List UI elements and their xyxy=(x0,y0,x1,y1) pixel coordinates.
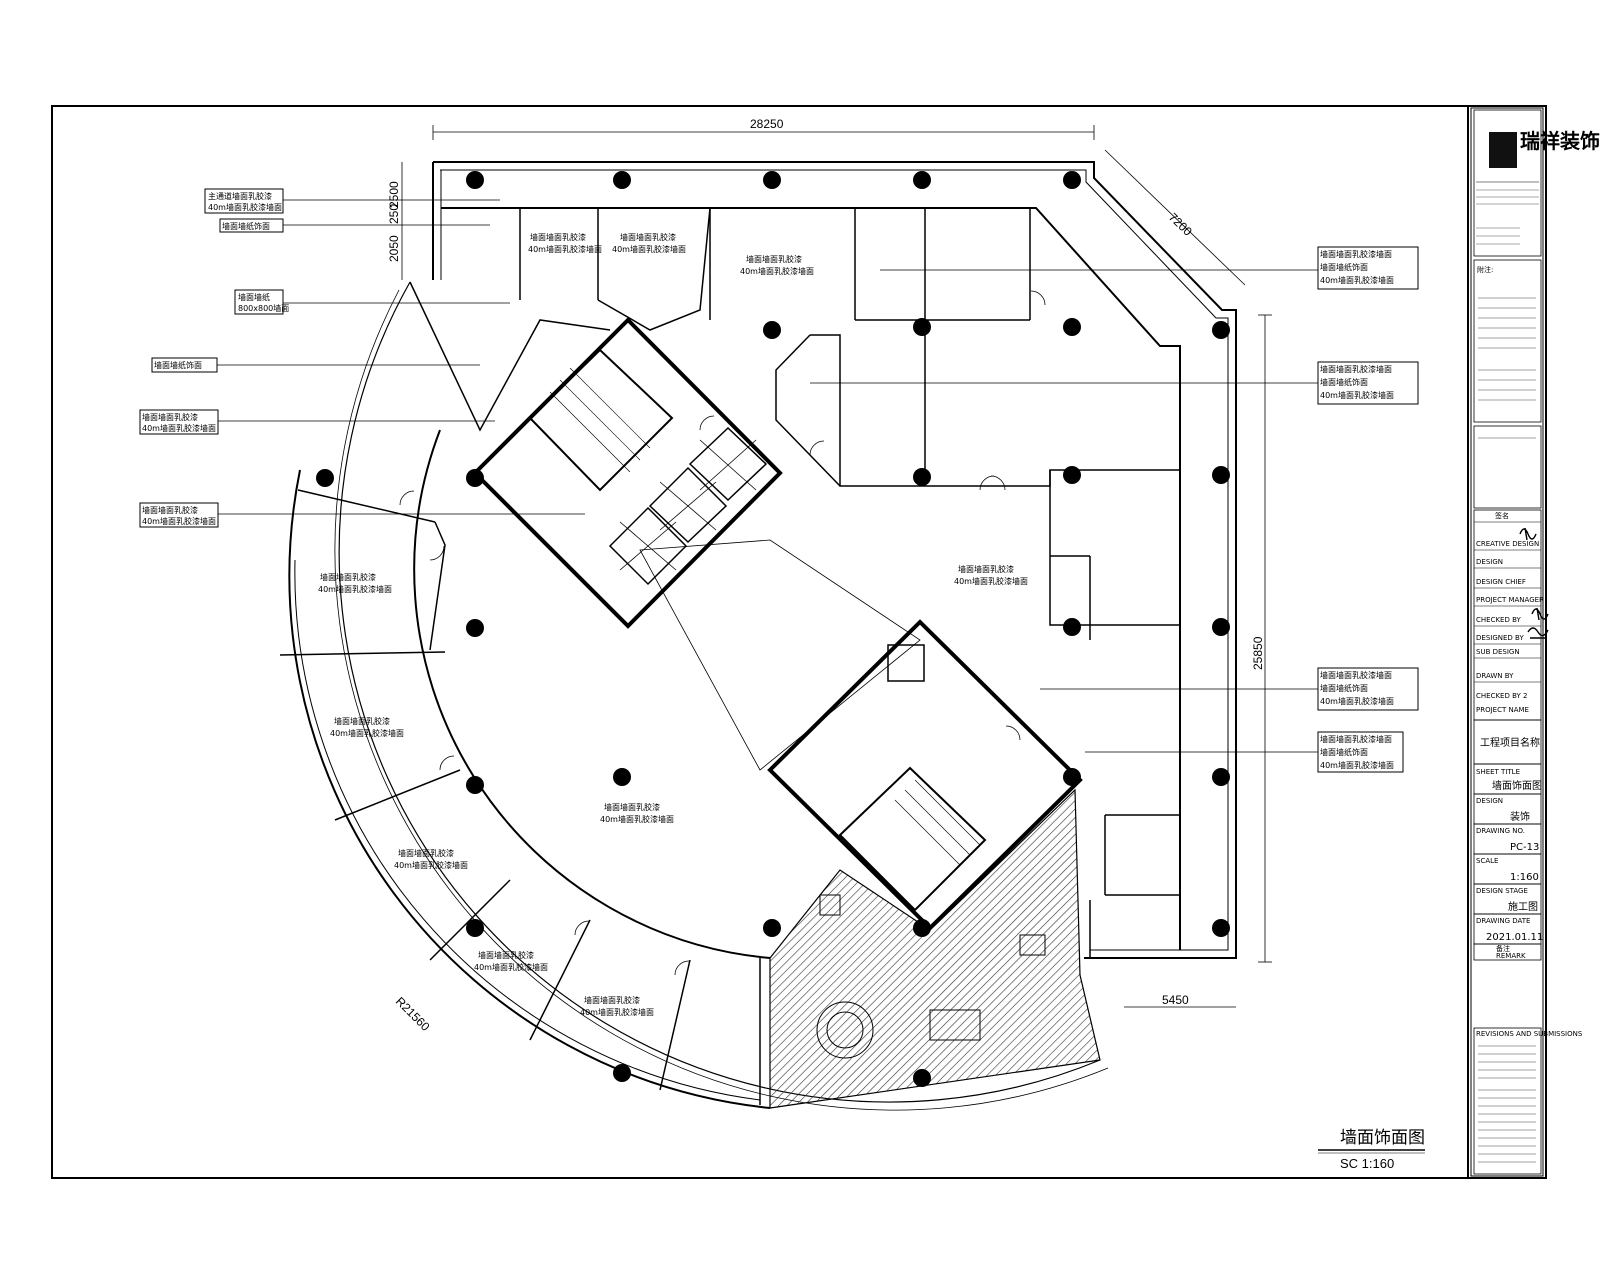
drawing-no: PC-13 xyxy=(1510,842,1539,853)
stage-value: 施工图 xyxy=(1508,900,1538,913)
core-block-upper xyxy=(472,317,783,629)
design-label: DESIGN xyxy=(1476,558,1503,566)
note-r4b: 墙面墙纸饰面 xyxy=(1320,747,1368,757)
signature-3 xyxy=(1527,627,1549,639)
door-swings xyxy=(399,290,1046,976)
room-label-f2: 40m墙面乳胶漆墙面 xyxy=(394,860,468,870)
note-r2c: 40m墙面乳胶漆墙面 xyxy=(1320,390,1394,400)
room-label-c2: 40m墙面乳胶漆墙面 xyxy=(612,244,686,254)
creative-design-label: CREATIVE DESIGN xyxy=(1476,540,1539,548)
remark-en: REMARK xyxy=(1496,952,1526,960)
dim-arc-radius: R21560 xyxy=(393,994,433,1034)
note-l5b: 40m墙面乳胶漆墙面 xyxy=(142,423,216,433)
room-label-d: 墙面墙面乳胶漆 xyxy=(320,572,376,582)
dim-left-2500: 2500 xyxy=(387,181,401,208)
note-r1b: 墙面墙纸饰面 xyxy=(1320,262,1368,272)
note-r4c: 40m墙面乳胶漆墙面 xyxy=(1320,760,1394,770)
room-label-h: 墙面墙面乳胶漆 xyxy=(584,995,640,1005)
scale-value: 1:160 xyxy=(1510,872,1539,883)
project-name: 工程项目名称 xyxy=(1480,736,1540,749)
hall-label: 墙面墙面乳胶漆 xyxy=(604,802,660,812)
room-label-b2: 40m墙面乳胶漆墙面 xyxy=(528,244,602,254)
company-name: 瑞祥装饰 xyxy=(1520,129,1600,153)
right-annotations: 墙面墙面乳胶漆墙面 墙面墙纸饰面 40m墙面乳胶漆墙面 墙面墙面乳胶漆墙面 墙面… xyxy=(810,246,1419,773)
dim-diagonal: 7200 xyxy=(1166,210,1195,239)
room-label-a: 墙面墙面乳胶漆 xyxy=(746,254,802,264)
room-labels: 墙面墙面乳胶漆 40m墙面乳胶漆墙面 墙面墙面乳胶漆 40m墙面乳胶漆墙面 墙面… xyxy=(318,232,1028,1017)
note-l6: 墙面墙面乳胶漆 xyxy=(142,505,198,515)
note-l3b: 800x800墙面 xyxy=(238,303,289,313)
signature-header: 签名 xyxy=(1495,511,1509,520)
date-value: 2021.01.11 xyxy=(1486,932,1543,943)
lounge-furniture xyxy=(816,894,1046,1059)
note-l1b: 40m墙面乳胶漆墙面 xyxy=(208,202,282,212)
sheet-border xyxy=(51,105,1547,1179)
project-name-label: PROJECT NAME xyxy=(1476,706,1529,714)
note-r3b: 墙面墙纸饰面 xyxy=(1320,683,1368,693)
room-label-h2: 40m墙面乳胶漆墙面 xyxy=(580,1007,654,1017)
checked-by-label: CHECKED BY xyxy=(1476,616,1522,624)
room-label-d2: 40m墙面乳胶漆墙面 xyxy=(318,584,392,594)
dim-right-height: 25850 xyxy=(1251,636,1265,670)
note-r2: 墙面墙面乳胶漆墙面 xyxy=(1320,364,1392,374)
signature-1 xyxy=(1519,527,1537,541)
signature-2 xyxy=(1531,607,1549,621)
note-l6b: 40m墙面乳胶漆墙面 xyxy=(142,516,216,526)
sheet-title-label: SHEET TITLE xyxy=(1476,768,1520,776)
note-r4: 墙面墙面乳胶漆墙面 xyxy=(1320,734,1392,744)
note-l2: 墙面墙纸饰面 xyxy=(222,221,270,231)
design-chief-label: DESIGN CHIEF xyxy=(1476,578,1526,586)
room-label-e: 墙面墙面乳胶漆 xyxy=(334,716,390,726)
company-logo xyxy=(1489,132,1517,168)
sheet-title: 墙面饰面图 xyxy=(1492,779,1542,792)
drawing-scale: SC 1:160 xyxy=(1340,1156,1394,1171)
project-manager-label: PROJECT MANAGER xyxy=(1476,596,1544,604)
revisions-header: REVISIONS AND SUBMISSIONS xyxy=(1476,1030,1583,1038)
note-l4: 墙面墙纸饰面 xyxy=(154,360,202,370)
hall-label-2: 40m墙面乳胶漆墙面 xyxy=(600,814,674,824)
note-r3: 墙面墙面乳胶漆墙面 xyxy=(1320,670,1392,680)
dim-top-width: 28250 xyxy=(750,117,784,131)
building-outline xyxy=(288,161,1237,1111)
note-r1: 墙面墙面乳胶漆墙面 xyxy=(1320,249,1392,259)
hatched-lounge xyxy=(769,788,1101,1109)
room-label-g2: 40m墙面乳胶漆墙面 xyxy=(474,962,548,972)
dimension-lines xyxy=(401,125,1272,1008)
title-block: 瑞祥装饰 附注: 签名 CREATIVE DESIGN DESIGN DESIG… xyxy=(1470,107,1600,1177)
room-label-e2: 40m墙面乳胶漆墙面 xyxy=(330,728,404,738)
date-label: DRAWING DATE xyxy=(1476,917,1530,925)
drawing-title: 墙面饰面图 xyxy=(1340,1128,1425,1148)
note-r3c: 40m墙面乳胶漆墙面 xyxy=(1320,696,1394,706)
stage-label: DESIGN STAGE xyxy=(1476,887,1528,895)
room-label-b: 墙面墙面乳胶漆 xyxy=(530,232,586,242)
sub-design-header: SUB DESIGN xyxy=(1476,648,1520,656)
dim-left-2050: 2050 xyxy=(387,235,401,262)
office-label: 墙面墙面乳胶漆 xyxy=(958,564,1014,574)
note-l5: 墙面墙面乳胶漆 xyxy=(142,412,198,422)
room-label-a2: 40m墙面乳胶漆墙面 xyxy=(740,266,814,276)
checked-by-2-label: CHECKED BY 2 xyxy=(1476,692,1527,700)
columns xyxy=(316,171,1230,1087)
dim-left-250: 250 xyxy=(387,204,401,224)
design-value: 装饰 xyxy=(1510,810,1530,823)
note-l3: 墙面墙纸 xyxy=(238,292,270,302)
design-row-label: DESIGN xyxy=(1476,797,1503,805)
remark-label: 备注 xyxy=(1496,944,1510,953)
note-r2b: 墙面墙纸饰面 xyxy=(1320,377,1368,387)
office-label-2: 40m墙面乳胶漆墙面 xyxy=(954,576,1028,586)
drawn-by-label: DRAWN BY xyxy=(1476,672,1514,680)
note-r1c: 40m墙面乳胶漆墙面 xyxy=(1320,275,1394,285)
notes-header: 附注: xyxy=(1477,265,1493,274)
drawing-no-label: DRAWING NO. xyxy=(1476,827,1525,835)
room-label-f: 墙面墙面乳胶漆 xyxy=(398,848,454,858)
note-l1: 主通道墙面乳胶漆 xyxy=(208,191,272,201)
room-label-c: 墙面墙面乳胶漆 xyxy=(620,232,676,242)
designed-by-label: DESIGNED BY xyxy=(1476,634,1524,642)
scale-label: SCALE xyxy=(1476,857,1498,865)
room-label-g: 墙面墙面乳胶漆 xyxy=(478,950,534,960)
dim-bottom-right: 5450 xyxy=(1162,993,1189,1007)
left-annotations: 主通道墙面乳胶漆 40m墙面乳胶漆墙面 墙面墙纸饰面 墙面墙纸 800x800墙… xyxy=(139,188,585,528)
